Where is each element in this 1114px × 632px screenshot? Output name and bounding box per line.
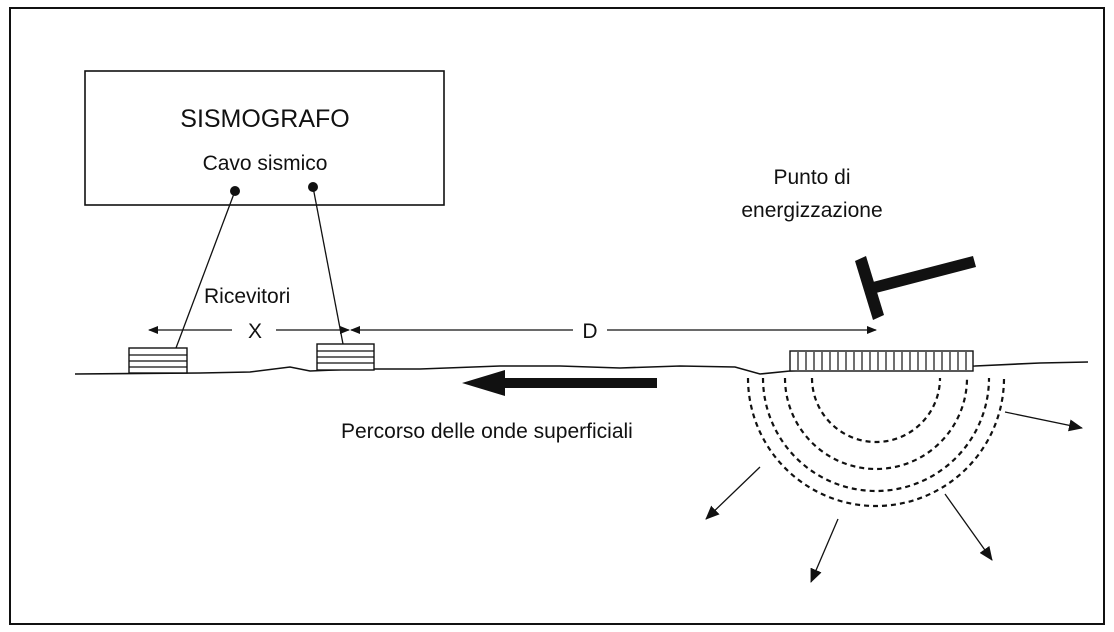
- source-label-line1: Punto di: [773, 166, 850, 189]
- ray-arrow-right: [1004, 411, 1083, 432]
- seismograph-box: [84, 70, 445, 206]
- hammer-icon: [855, 256, 976, 320]
- surface-wave-label: Percorso delle onde superficiali: [341, 420, 633, 443]
- ray-arrow-bottom: [810, 518, 839, 583]
- wavefront-outer: [761, 377, 991, 493]
- cable-wire-1: [175, 190, 236, 349]
- ray-arrow-lower-left: [705, 466, 761, 520]
- receiver-geophone-2: [316, 343, 375, 371]
- wavefront-middle: [783, 377, 969, 471]
- wavefront-inner: [810, 377, 942, 444]
- cable-label: Cavo sismico: [203, 152, 328, 175]
- ray-arrow-lower-right: [944, 493, 993, 561]
- diagram-frame: [9, 7, 1105, 625]
- source-label-line2: energizzazione: [741, 199, 882, 222]
- dimension-x-label: X: [248, 320, 262, 343]
- seismograph-label: SISMOGRAFO: [180, 105, 349, 133]
- striker-plate: [789, 350, 974, 372]
- receivers-label: Ricevitori: [204, 285, 290, 308]
- receiver-geophone-1: [128, 347, 188, 374]
- dimension-d-label: D: [582, 320, 597, 343]
- surface-wave-arrow-head: [462, 370, 505, 396]
- wavefront-edge: [746, 377, 1006, 508]
- cable-wire-2: [312, 186, 344, 345]
